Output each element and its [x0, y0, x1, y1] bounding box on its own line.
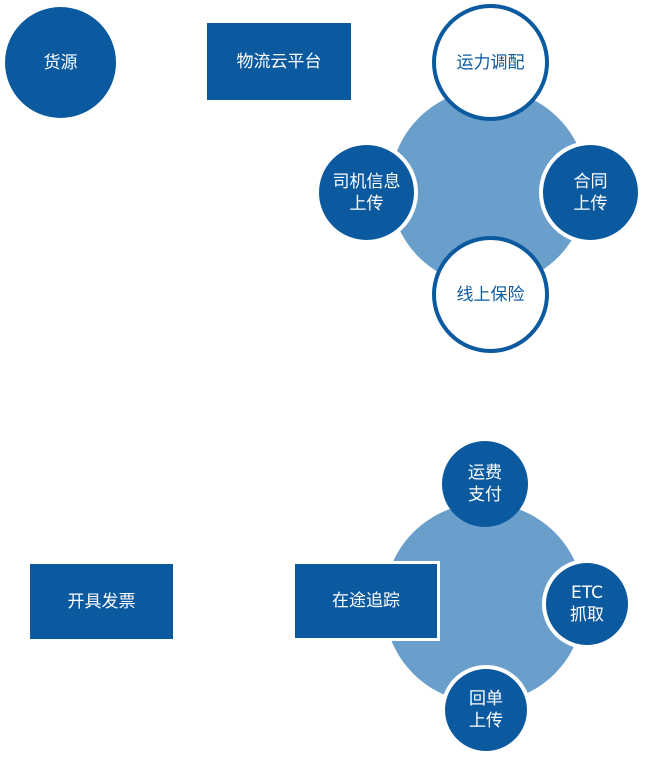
driver-info-upload-label: 司机信息 上传 [332, 171, 401, 214]
online-insurance-label: 线上保险 [456, 284, 525, 305]
invoice-node: 开具发票 [30, 564, 173, 639]
receipt-upload-node: 回单 上传 [441, 665, 531, 755]
invoice-label: 开具发票 [67, 591, 136, 612]
source-node: 货源 [5, 7, 116, 118]
freight-payment-node: 运费 支付 [442, 441, 528, 527]
source-label: 货源 [43, 52, 78, 73]
driver-info-upload-node: 司机信息 上传 [315, 141, 418, 244]
platform-label: 物流云平台 [236, 51, 322, 72]
capacity-dispatch-label: 运力调配 [456, 52, 525, 73]
platform-node: 物流云平台 [207, 23, 351, 100]
in-transit-tracking-label: 在途追踪 [332, 591, 400, 611]
contract-upload-label: 合同 上传 [573, 171, 608, 214]
capacity-dispatch-node: 运力调配 [432, 4, 549, 121]
freight-payment-label: 运费 支付 [468, 463, 502, 505]
etc-capture-node: ETC 抓取 [542, 559, 632, 649]
contract-upload-node: 合同 上传 [539, 141, 642, 244]
in-transit-tracking-node: 在途追踪 [292, 561, 440, 641]
online-insurance-node: 线上保险 [432, 236, 549, 353]
receipt-upload-label: 回单 上传 [469, 689, 503, 731]
etc-capture-label: ETC 抓取 [570, 583, 604, 625]
